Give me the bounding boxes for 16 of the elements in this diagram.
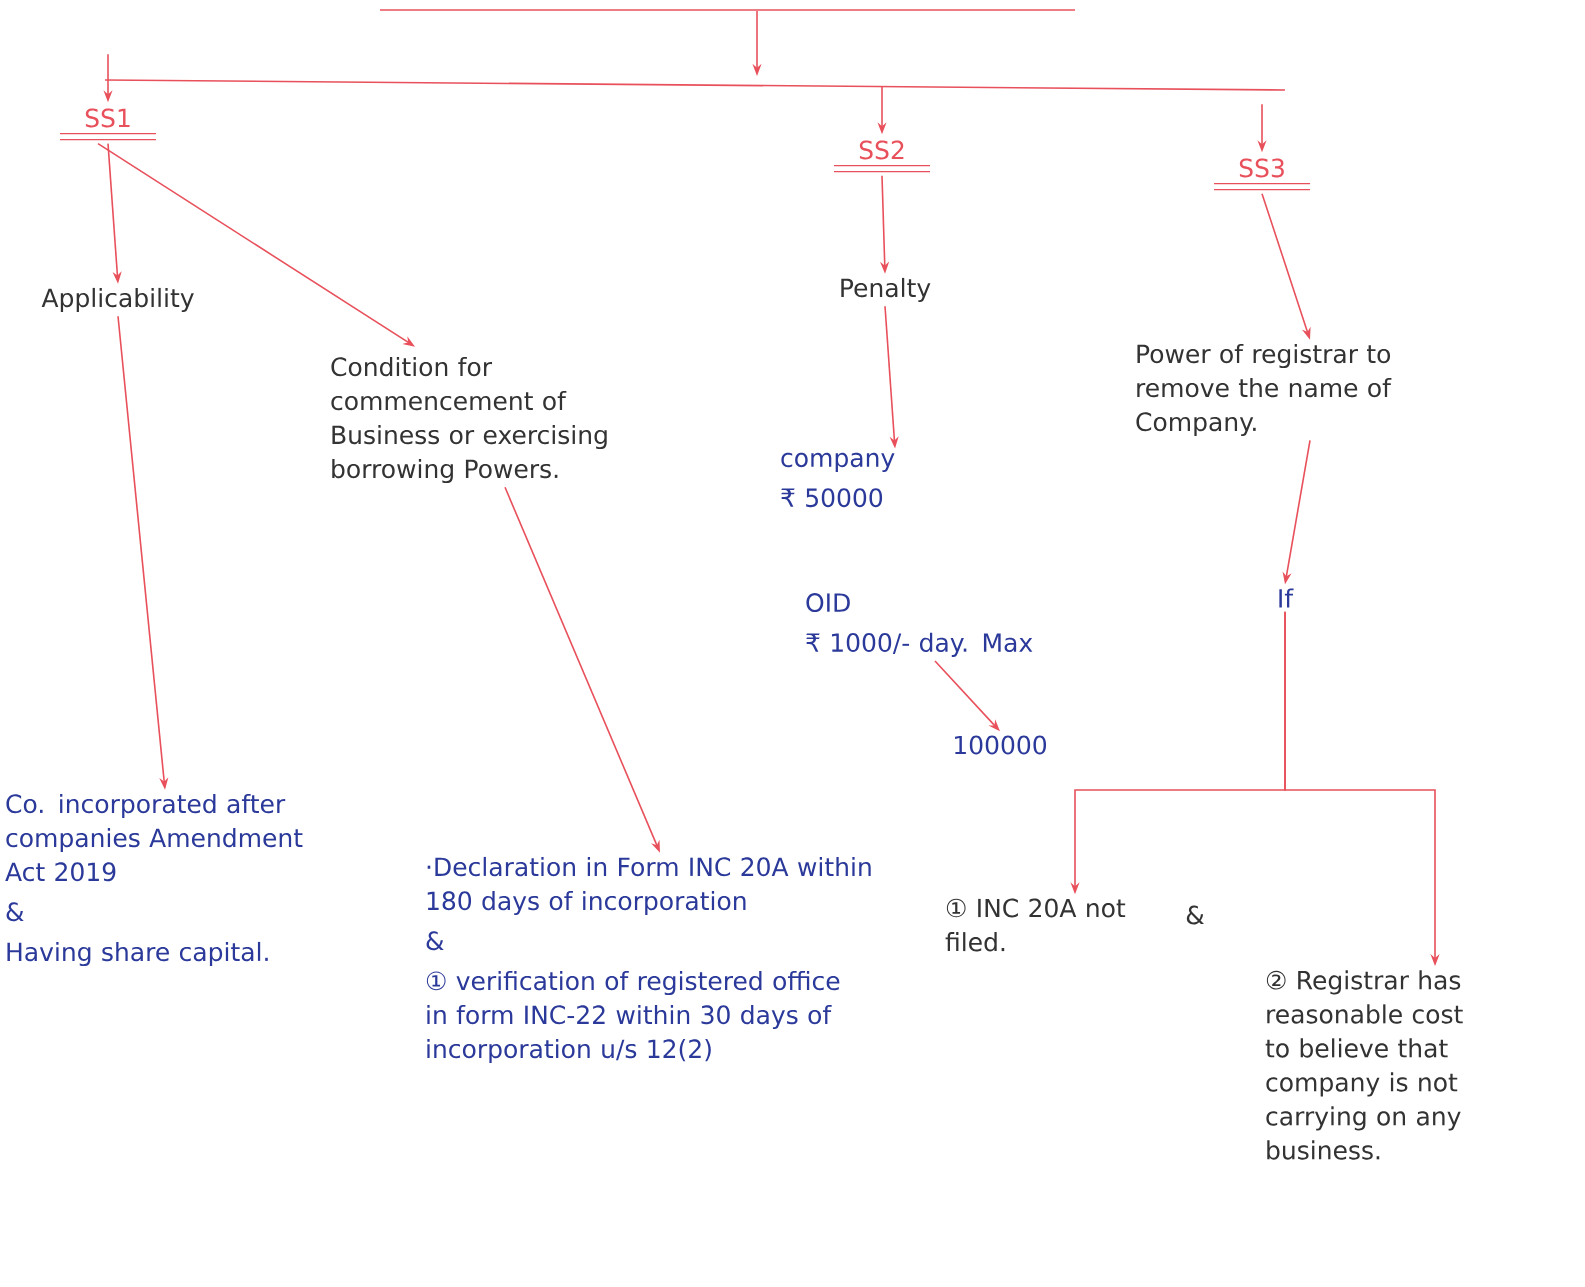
note-text: Penalty (841, 277, 931, 303)
heading-label: SS3 (1213, 158, 1311, 191)
note-text: ·Declaration in Form INC 20A within 180 days of incorporation & ① verification of registered office in form INC-22 within 30 days of incorporation u/s 12(2) (426, 856, 871, 1064)
note-text: Co. incorporated after companies Amendment Act 2019 & Having share capital. (5, 793, 303, 967)
heading-label: SS1 (59, 108, 157, 141)
note-text: & (1186, 905, 1204, 925)
note-text: Power of registrar to remove the name of Company. (1136, 343, 1392, 437)
note-text: OID ₹ 1000/- day. Max (806, 593, 1033, 657)
note-text: ② Registrar has reasonable cost to believe that company is not carrying on any business. (1265, 970, 1463, 1160)
note-text: company ₹ 50000 (781, 452, 895, 508)
note-text: Condition for commencement of Business or exercising borrowing Powers. (331, 356, 607, 484)
note-text: Applicability (41, 287, 194, 313)
note-text: ① INC 20A not filed. (945, 898, 1126, 952)
note-text: If (1279, 588, 1294, 608)
note-text: 100000 (955, 735, 1047, 755)
heading-label: SS2 (833, 140, 931, 173)
